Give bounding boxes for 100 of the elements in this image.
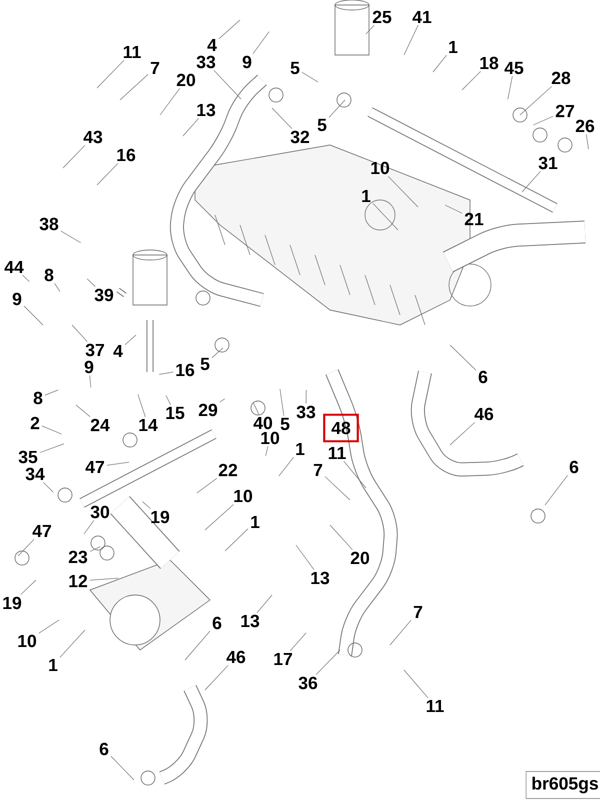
callout-number: 7 xyxy=(150,62,160,74)
leader-line xyxy=(330,524,353,550)
leader-line xyxy=(120,74,148,100)
callout-number: 25 xyxy=(372,10,392,24)
leader-line xyxy=(62,145,86,168)
leader-line xyxy=(520,86,552,116)
callout-number: 5 xyxy=(318,118,326,132)
callout-number: 2 xyxy=(30,416,40,430)
callout-number: 6 xyxy=(212,616,222,630)
leader-line xyxy=(272,108,292,129)
callout-number: 40 xyxy=(254,416,272,430)
leader-line xyxy=(404,24,418,56)
callout-number: 28 xyxy=(552,72,570,84)
leader-line xyxy=(43,482,54,492)
callout-number: 21 xyxy=(464,212,484,226)
callout-number: 34 xyxy=(26,468,45,480)
leader-line xyxy=(252,31,270,54)
leader-line xyxy=(388,176,418,208)
callout-number: 12 xyxy=(69,574,88,588)
leader-line xyxy=(72,324,88,342)
leader-line xyxy=(280,388,284,416)
callout-number: 11 xyxy=(328,446,346,460)
callout-number: 19 xyxy=(3,596,22,610)
leader-line xyxy=(544,475,568,506)
highlight-box: 48 xyxy=(323,414,359,442)
callout-number: 44 xyxy=(4,260,24,274)
callout-number: 9 xyxy=(242,56,252,68)
callout-number: 10 xyxy=(371,162,390,174)
drawing-code-box: br605gs xyxy=(526,771,600,799)
leader-line xyxy=(316,650,340,675)
callout-number: 46 xyxy=(226,650,246,664)
callout-number: 7 xyxy=(414,606,422,618)
leader-line xyxy=(76,404,90,418)
leader-line xyxy=(110,756,134,780)
callout-number: 20 xyxy=(350,552,370,564)
callout-number: 47 xyxy=(86,460,104,474)
callout-number: 33 xyxy=(196,56,216,68)
callout-number: 5 xyxy=(200,358,210,370)
leader-line xyxy=(290,632,306,652)
callout-number: 37 xyxy=(86,344,104,356)
leader-line xyxy=(166,395,172,406)
callout-number: 10 xyxy=(18,634,36,648)
leader-line xyxy=(42,426,62,434)
leader-line xyxy=(586,134,589,150)
callout-number: 11 xyxy=(426,700,444,712)
callout-number: 29 xyxy=(198,404,218,416)
leader-line xyxy=(38,620,60,634)
callout-number: 30 xyxy=(90,506,110,518)
callout-number: 6 xyxy=(478,370,488,384)
callout-number: 19 xyxy=(151,510,170,524)
callout-number: 16 xyxy=(176,364,194,376)
leader-line xyxy=(390,620,412,646)
callout-number: 9 xyxy=(12,292,22,306)
leader-line xyxy=(265,446,268,456)
leader-line xyxy=(508,76,513,100)
callout-number: 38 xyxy=(40,218,58,230)
callout-number: 35 xyxy=(18,450,38,464)
leader-line xyxy=(20,580,36,595)
leader-line xyxy=(196,478,218,494)
leader-line xyxy=(96,163,118,186)
leader-line xyxy=(224,528,248,552)
leader-line xyxy=(522,171,541,192)
callout-number: 43 xyxy=(84,130,102,144)
leader-line xyxy=(533,116,554,126)
callout-number: 1 xyxy=(296,442,304,456)
callout-number: 47 xyxy=(32,524,51,538)
callout-number: 17 xyxy=(274,652,292,666)
leader-line xyxy=(44,390,58,396)
leader-line xyxy=(158,372,174,375)
leader-line xyxy=(24,306,44,326)
leader-line xyxy=(106,462,130,466)
callout-number: 46 xyxy=(474,408,494,420)
callout-number: 1 xyxy=(251,516,260,528)
leader-line xyxy=(462,71,481,90)
leader-line xyxy=(444,204,462,214)
leader-line xyxy=(278,456,294,476)
callout-number: 22 xyxy=(218,464,238,476)
callout-number: 13 xyxy=(241,614,260,628)
leader-line xyxy=(184,630,210,660)
callout-number: 4 xyxy=(113,344,123,358)
leader-line xyxy=(84,520,94,534)
callout-number: 20 xyxy=(176,74,196,86)
callout-number: 39 xyxy=(94,288,114,302)
callout-number: 41 xyxy=(412,10,432,24)
callout-number: 26 xyxy=(576,120,594,132)
leader-line xyxy=(218,20,240,40)
leader-line xyxy=(160,88,180,116)
leader-line xyxy=(90,546,100,552)
callout-number: 7 xyxy=(314,464,322,476)
callout-number: 8 xyxy=(34,392,42,404)
callout-number: 27 xyxy=(556,104,574,118)
leader-line xyxy=(256,594,272,613)
callout-number: 11 xyxy=(124,46,141,58)
leader-line xyxy=(182,118,199,136)
leader-line xyxy=(432,54,447,72)
leader-line xyxy=(124,334,136,346)
leader-line xyxy=(142,501,151,509)
leader-line xyxy=(60,630,86,658)
callout-number: 5 xyxy=(280,418,290,430)
callout-number: 4 xyxy=(207,38,217,52)
